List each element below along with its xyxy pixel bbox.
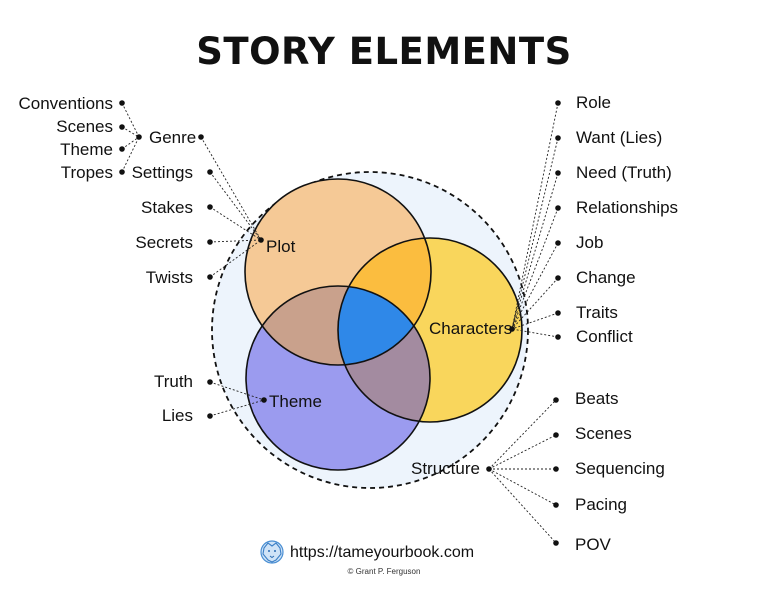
genre-item: Tropes: [61, 163, 113, 182]
theme-cluster: Truth Lies Theme: [154, 372, 322, 425]
footer: https://tameyourbook.com © Grant P. Ferg…: [260, 540, 474, 576]
structure-item: Pacing: [575, 495, 627, 514]
website-url[interactable]: https://tameyourbook.com: [290, 544, 474, 561]
character-item: Traits: [576, 303, 618, 322]
theme-item: Lies: [162, 406, 193, 425]
character-item: Need (Truth): [576, 163, 672, 182]
genre-item: Scenes: [56, 117, 113, 136]
genre-label: Genre: [149, 128, 196, 147]
plot-item: Secrets: [135, 233, 193, 252]
theme-item: Truth: [154, 372, 193, 391]
website-link[interactable]: https://tameyourbook.com: [290, 544, 474, 561]
characters-cluster: Role Want (Lies) Need (Truth) Relationsh…: [429, 93, 678, 346]
character-item: Conflict: [576, 327, 633, 346]
structure-item: Beats: [575, 389, 618, 408]
page-title: STORY ELEMENTS: [196, 30, 572, 73]
lion-logo-icon: [260, 540, 284, 564]
character-item: Relationships: [576, 198, 678, 217]
genre-item: Theme: [60, 140, 113, 159]
plot-cluster: Settings Stakes Secrets Twists Plot: [132, 163, 296, 287]
character-item: Change: [576, 268, 636, 287]
structure-item: POV: [575, 535, 612, 554]
character-item: Want (Lies): [576, 128, 662, 147]
plot-label: Plot: [266, 237, 296, 256]
structure-item: Sequencing: [575, 459, 665, 478]
theme-label: Theme: [269, 392, 322, 411]
structure-label: Structure: [411, 459, 480, 478]
structure-item: Scenes: [575, 424, 632, 443]
genre-item: Conventions: [18, 94, 113, 113]
center-overlap: [338, 286, 430, 365]
genre-cluster: Conventions Scenes Theme Tropes Genre: [18, 94, 262, 241]
copyright: © Grant P. Ferguson: [348, 567, 421, 576]
plot-item: Twists: [146, 268, 193, 287]
plot-item: Settings: [132, 163, 193, 182]
structure-cluster: Beats Scenes Sequencing Pacing POV Struc…: [411, 389, 665, 554]
plot-item: Stakes: [141, 198, 193, 217]
characters-label: Characters: [429, 319, 512, 338]
character-item: Job: [576, 233, 603, 252]
character-item: Role: [576, 93, 611, 112]
